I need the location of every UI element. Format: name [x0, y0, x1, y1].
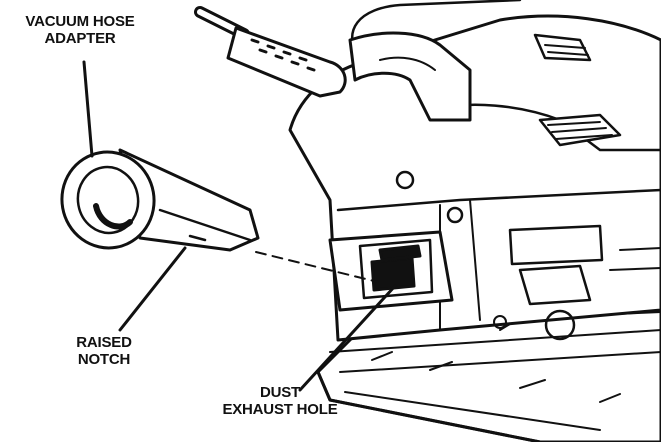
- power-cord: [200, 12, 345, 96]
- label-raised-notch-line1: RAISED: [54, 334, 154, 351]
- vacuum-hose-adapter: [54, 145, 258, 256]
- leader-line-vacuum-hose-adapter: [84, 62, 92, 156]
- label-raised-notch-line2: NOTCH: [54, 351, 154, 368]
- label-dust-exhaust-hole: DUST EXHAUST HOLE: [200, 384, 360, 418]
- label-vacuum-hose-adapter-line1: VACUUM HOSE: [0, 13, 160, 30]
- label-dust-exhaust-hole-line2: EXHAUST HOLE: [200, 401, 360, 418]
- label-vacuum-hose-adapter: VACUUM HOSE ADAPTER: [0, 13, 160, 47]
- label-vacuum-hose-adapter-line2: ADAPTER: [0, 30, 160, 47]
- label-dust-exhaust-hole-line1: DUST: [200, 384, 360, 401]
- label-raised-notch: RAISED NOTCH: [54, 334, 154, 368]
- leader-line-raised-notch: [120, 248, 185, 330]
